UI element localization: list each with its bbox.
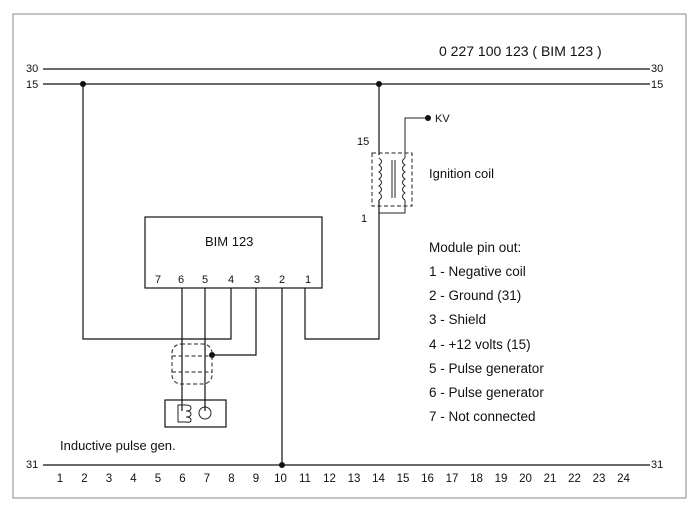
ignition-coil-housing <box>371 152 413 207</box>
terminal-number: 11 <box>299 473 311 485</box>
rail-31-label-right: 31 <box>651 459 663 471</box>
diagram-frame <box>12 13 687 499</box>
pulse-generator-rotor-icon <box>198 406 212 420</box>
kv-label: KV <box>435 113 450 125</box>
terminal-number: 1 <box>57 473 63 485</box>
legend-item: 6 - Pulse generator <box>429 385 544 400</box>
coil-secondary-winding <box>402 157 406 201</box>
terminal-number: 12 <box>323 473 336 485</box>
rail-30-label-right: 30 <box>651 63 663 75</box>
wire-pin1-to-coil <box>304 200 380 340</box>
terminal-number: 8 <box>228 473 234 485</box>
terminal-number: 10 <box>274 473 287 485</box>
legend-title: Module pin out: <box>429 240 521 255</box>
terminal-number: 9 <box>253 473 259 485</box>
terminal-number: 2 <box>81 473 87 485</box>
module-pin: 4 <box>228 274 234 286</box>
terminal-number: 5 <box>155 473 161 485</box>
rail-15-label-left: 15 <box>26 79 38 91</box>
legend-item: 5 - Pulse generator <box>429 361 544 376</box>
terminal-number: 15 <box>397 473 410 485</box>
rail-31-label-left: 31 <box>26 459 38 471</box>
terminal-number: 7 <box>204 473 210 485</box>
module-name: BIM 123 <box>205 234 253 249</box>
rail-15-label-right: 15 <box>651 79 663 91</box>
module-pin: 5 <box>202 274 208 286</box>
terminal-number: 13 <box>348 473 361 485</box>
coil-terminal-1: 1 <box>361 213 367 225</box>
terminal-number: 21 <box>544 473 557 485</box>
terminal-number: 16 <box>421 473 434 485</box>
terminal-number: 18 <box>470 473 483 485</box>
shielded-cable <box>171 343 213 385</box>
terminal-number: 23 <box>593 473 606 485</box>
diagram-title: 0 227 100 123 ( BIM 123 ) <box>439 43 602 59</box>
wire-15-to-pin4 <box>82 84 232 340</box>
ignition-coil-label: Ignition coil <box>429 166 494 181</box>
legend-item: 7 - Not connected <box>429 409 536 424</box>
terminal-number: 20 <box>519 473 532 485</box>
terminal-number: 19 <box>495 473 508 485</box>
bim123-module <box>144 216 323 289</box>
kv-terminal <box>425 115 431 121</box>
legend-item: 3 - Shield <box>429 312 486 327</box>
coil-primary-winding <box>378 157 382 201</box>
terminal-number: 3 <box>106 473 112 485</box>
terminal-number: 6 <box>179 473 185 485</box>
module-pin: 7 <box>155 274 161 286</box>
wire-pin3-shield <box>212 288 257 356</box>
module-pin: 2 <box>279 274 285 286</box>
rail-30-label-left: 30 <box>26 63 38 75</box>
pulse-generator-coil-icon <box>177 404 192 423</box>
legend-item: 2 - Ground (31) <box>429 288 521 303</box>
inductive-pulse-generator <box>164 399 227 428</box>
module-pin: 6 <box>178 274 184 286</box>
terminal-number: 4 <box>130 473 137 485</box>
module-pin: 1 <box>305 274 311 286</box>
coil-hv-wire <box>404 117 427 158</box>
coil-ground-wire <box>379 200 406 214</box>
terminal-number: 22 <box>568 473 581 485</box>
coil-terminal-15: 15 <box>357 136 369 148</box>
terminal-number: 14 <box>372 473 385 485</box>
terminal-number: 17 <box>446 473 459 485</box>
terminal-number: 24 <box>617 473 630 485</box>
legend-item: 4 - +12 volts (15) <box>429 337 531 352</box>
module-pin: 3 <box>254 274 260 286</box>
pulse-generator-label: Inductive pulse gen. <box>60 438 176 453</box>
legend-item: 1 - Negative coil <box>429 264 526 279</box>
